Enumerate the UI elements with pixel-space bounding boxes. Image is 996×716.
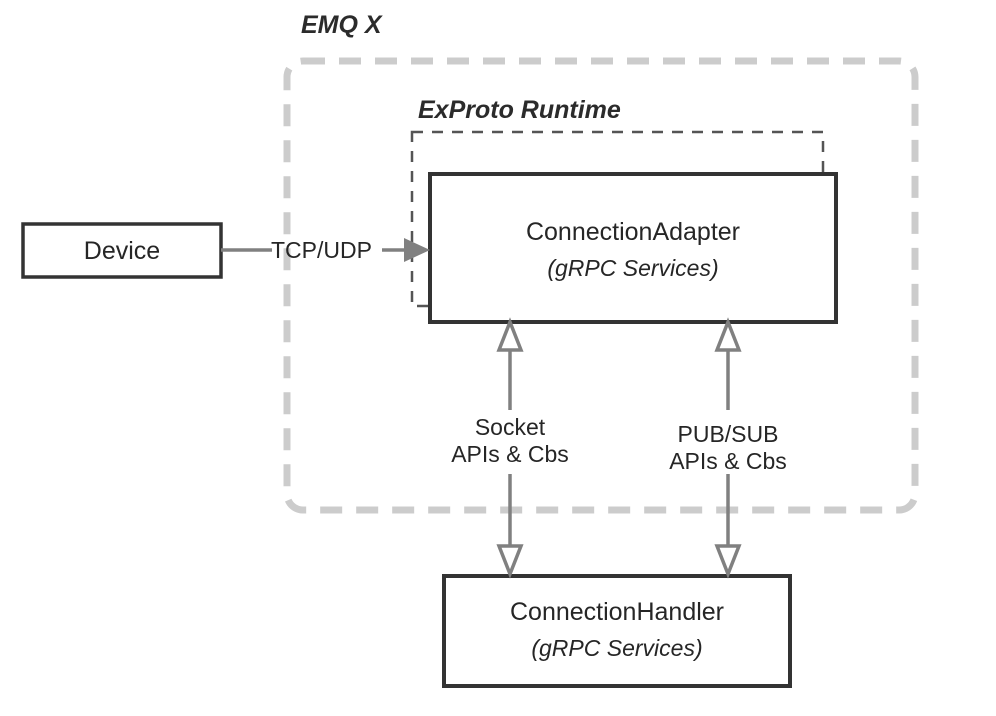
pubsub-edge-label-line1: PUB/SUB <box>677 421 779 447</box>
connection-handler-box-rect <box>442 574 792 688</box>
tcp-udp-edge-label: TCP/UDP <box>271 237 372 263</box>
socket-arrowhead-up-icon <box>496 317 524 352</box>
socket-edge-label-group: Socket APIs & Cbs <box>400 414 620 468</box>
connection-adapter-title: ConnectionAdapter <box>525 218 741 246</box>
socket-edge-label-line1: Socket <box>474 414 546 440</box>
pubsub-arrowhead-up-icon <box>714 317 742 352</box>
emqx-boundary-label: EMQ X <box>301 11 382 39</box>
exproto-boundary-label: ExProto Runtime <box>418 96 621 124</box>
connection-adapter-subtitle: (gRPC Services) <box>547 255 719 281</box>
device-node[interactable]: Device <box>23 237 221 266</box>
socket-edge-label-line2: APIs & Cbs <box>451 441 569 467</box>
connection-adapter-box-rect <box>428 172 838 324</box>
connection-adapter-node[interactable]: ConnectionAdapter (gRPC Services) <box>430 218 836 282</box>
device-node-title: Device <box>83 237 161 265</box>
connection-handler-title: ConnectionHandler <box>509 598 725 626</box>
socket-arrowhead-down-icon <box>496 544 524 579</box>
connection-handler-node[interactable]: ConnectionHandler (gRPC Services) <box>444 598 790 662</box>
pubsub-arrowhead-down-icon <box>714 544 742 579</box>
emqx-boundary-rect <box>283 57 919 514</box>
tcp-udp-arrowhead-icon <box>404 238 430 262</box>
pubsub-edge-label-line2: APIs & Cbs <box>669 448 787 474</box>
pubsub-edge-label-group: PUB/SUB APIs & Cbs <box>618 421 838 475</box>
connection-handler-subtitle: (gRPC Services) <box>531 635 703 661</box>
